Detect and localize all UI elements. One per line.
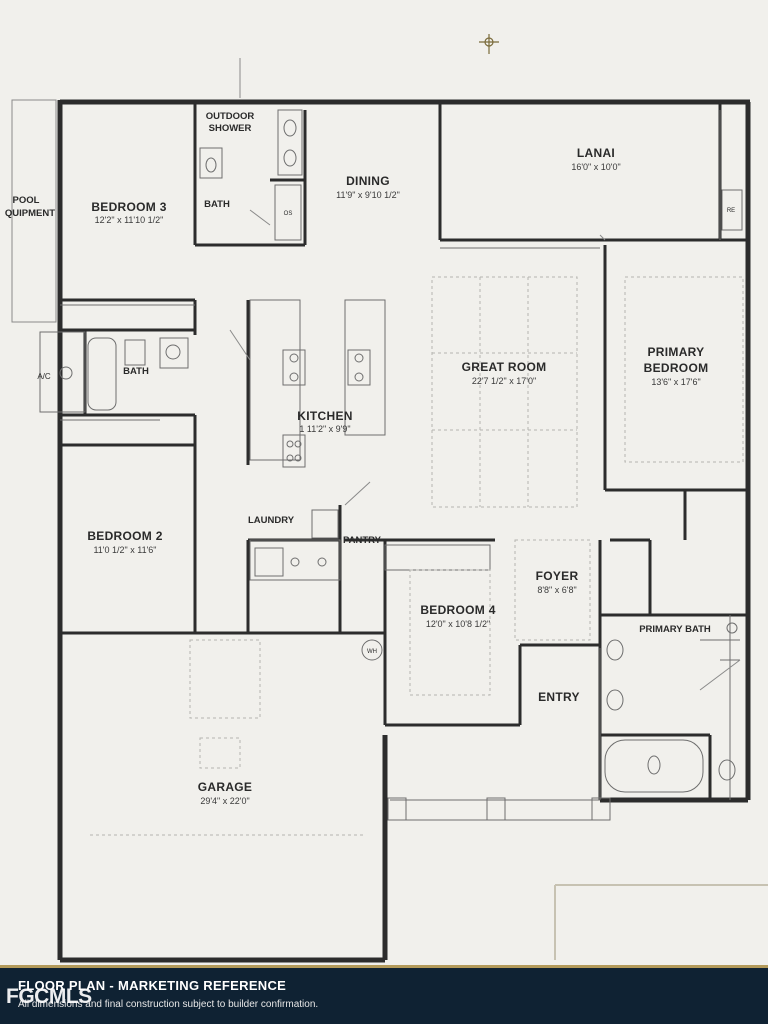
footer-title: FLOOR PLAN - MARKETING REFERENCE (18, 978, 287, 993)
room-name-line2: BEDROOM (644, 361, 709, 375)
footer-disclaimer: All dimensions and final construction su… (18, 999, 319, 1010)
pool-equipment-pad (11, 99, 57, 323)
pool-equipment-label: POOL (13, 195, 40, 206)
entry-label: ENTRY (538, 690, 580, 704)
bath-mid-label: BATH (123, 366, 149, 377)
room-dim: 13'6" x 17'6" (651, 377, 700, 387)
exterior-walls (57, 99, 751, 963)
bath-upper-label: BATH (204, 199, 230, 210)
room-name: BEDROOM 3 (91, 200, 166, 214)
room-bedroom-4: BEDROOM 4 12'0" x 10'8 1/2" (420, 603, 495, 629)
room-dim: 11'9" x 9'10 1/2" (336, 190, 400, 200)
room-name: PRIMARY (648, 345, 705, 359)
floor-plan: BEDROOM 3 12'2" x 11'10 1/2" DINING 11'9… (4, 34, 768, 963)
room-name: GARAGE (198, 780, 252, 794)
water-heater-label: WH (367, 649, 377, 655)
room-name: GREAT ROOM (462, 360, 547, 374)
water-heater (361, 639, 383, 661)
ac-label: A/C (37, 372, 51, 381)
footer-bar: FLOOR PLAN - MARKETING REFERENCE All dim… (0, 965, 768, 1024)
room-dim: 11'0 1/2" x 11'6" (93, 545, 156, 555)
room-dim: 8'8" x 6'8" (537, 585, 576, 595)
room-name: KITCHEN (297, 409, 352, 423)
room-primary-bedroom: PRIMARY BEDROOM 13'6" x 17'6" (644, 345, 709, 387)
outdoor-shower-label-2: SHOWER (209, 123, 252, 134)
detail-lines (60, 110, 740, 821)
room-dim: 1 11'2" x 9'9" (299, 424, 350, 434)
room-dim: 12'2" x 11'10 1/2" (95, 215, 164, 225)
room-name: LANAI (577, 146, 615, 160)
room-garage: GARAGE 29'4" x 22'0" (198, 780, 252, 806)
room-lanai: LANAI 16'0" x 10'0" (571, 146, 620, 172)
room-dining: DINING 11'9" x 9'10 1/2" (336, 174, 400, 200)
door-swings (229, 209, 741, 691)
room-name: FOYER (536, 569, 579, 583)
grill-label: RE (727, 208, 735, 214)
fixtures (39, 109, 743, 793)
room-foyer: FOYER 8'8" x 6'8" (536, 569, 579, 595)
watermark-logo: FGCMLS (6, 985, 92, 1008)
primary-tub (604, 739, 704, 793)
ceiling-outlines (90, 276, 744, 836)
shower-fixture (277, 109, 303, 176)
compass-icon (479, 34, 499, 54)
room-dim: 22'7 1/2" x 17'0" (472, 376, 536, 386)
room-dim: 16'0" x 10'0" (571, 162, 620, 172)
room-dim: 12'0" x 10'8 1/2" (426, 619, 490, 629)
room-great-room: GREAT ROOM 22'7 1/2" x 17'0" (462, 360, 547, 386)
room-kitchen: KITCHEN 1 11'2" x 9'9" (297, 409, 352, 434)
primary-bath-label: PRIMARY BATH (639, 624, 711, 635)
room-name: BEDROOM 4 (420, 603, 495, 617)
pantry-label: PANTRY (343, 535, 382, 546)
room-name: DINING (346, 174, 390, 188)
laundry-label: LAUNDRY (248, 515, 295, 526)
interior-walls (60, 102, 748, 800)
room-bedroom-3: BEDROOM 3 12'2" x 11'10 1/2" (91, 200, 166, 225)
room-name: BEDROOM 2 (87, 529, 162, 543)
bathtub (87, 337, 117, 411)
room-bedroom-2: BEDROOM 2 11'0 1/2" x 11'6" (87, 529, 162, 555)
room-dim: 29'4" x 22'0" (200, 796, 249, 806)
os-label: OS (284, 211, 293, 217)
outdoor-shower-label: OUTDOOR (206, 111, 255, 122)
pool-equipment-label-2: QUIPMENT (5, 208, 55, 219)
